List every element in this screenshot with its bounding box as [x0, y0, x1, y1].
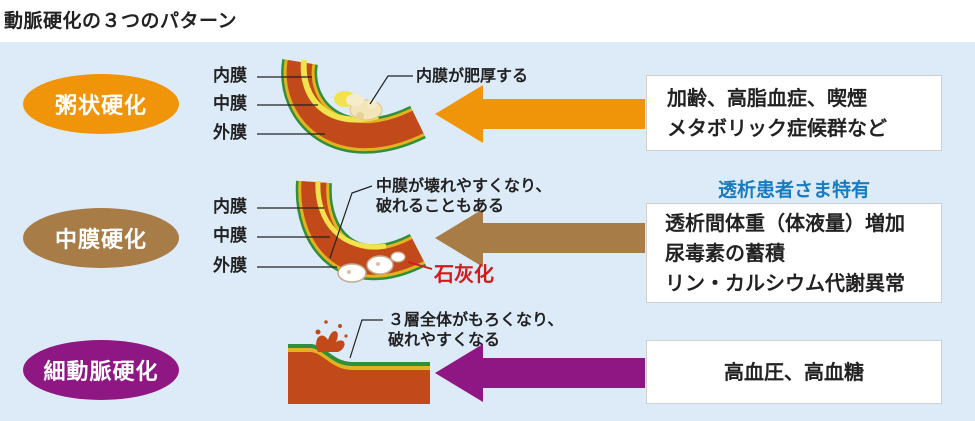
pattern-2-layer-media: 中膜 — [213, 226, 247, 246]
pattern-2-layer-adventitia: 外膜 — [213, 256, 247, 276]
arrow-pattern-2 — [435, 209, 645, 267]
pattern-2-name-oval: 中膜硬化 — [23, 208, 179, 268]
pattern-3-name-oval: 細動脈硬化 — [23, 340, 179, 400]
arrow-pattern-1 — [435, 85, 645, 143]
dialysis-specific-label: 透析患者さま特有 — [718, 179, 871, 201]
page-title: 動脈硬化の３つのパターン — [4, 10, 238, 32]
vessel-arteriolosclerosis-illustration — [288, 320, 430, 404]
cause-line: 透析間体重（体液量）増加 — [665, 211, 905, 235]
cause-line: メタボリック症候群など — [667, 116, 887, 140]
cause-line: リン・カルシウム代謝異常 — [665, 271, 905, 295]
cause-line: 尿毒素の蓄積 — [665, 241, 785, 265]
pattern-3-note: ３層全体がもろくなり、 破れやすくなる — [388, 310, 564, 349]
pattern-3-causes-box: 高血圧、高血糖 — [646, 340, 942, 404]
pattern-1-layer-intima: 内膜 — [213, 66, 247, 86]
pattern-1-name: 粥状硬化 — [54, 94, 147, 119]
pattern-3-name: 細動脈硬化 — [43, 360, 159, 385]
calcification-label: 石灰化 — [434, 262, 494, 286]
vessel-medial-calcification-illustration — [295, 180, 427, 283]
cause-line: 加齢、高脂血症、喫煙 — [667, 86, 867, 110]
pattern-2-causes-box: 透析間体重（体液量）増加 尿毒素の蓄積 リン・カルシウム代謝異常 — [646, 203, 942, 303]
pattern-2-layer-intima: 内膜 — [213, 197, 247, 217]
vessel-atherosclerosis-illustration — [281, 59, 426, 154]
pattern-2-note: 中膜が壊れやすくなり、 破れることもある — [376, 176, 552, 215]
pattern-1-layer-adventitia: 外膜 — [213, 123, 247, 143]
pattern-2-name: 中膜硬化 — [54, 228, 147, 253]
pattern-1-name-oval: 粥状硬化 — [23, 74, 179, 134]
pattern-1-note: 内膜が肥厚する — [416, 66, 529, 85]
pattern-1-causes-box: 加齢、高脂血症、喫煙 メタボリック症候群など — [646, 75, 942, 151]
arrow-pattern-3 — [435, 344, 645, 402]
cause-line: 高血圧、高血糖 — [724, 360, 864, 384]
pattern-1-layer-media: 中膜 — [213, 94, 247, 114]
